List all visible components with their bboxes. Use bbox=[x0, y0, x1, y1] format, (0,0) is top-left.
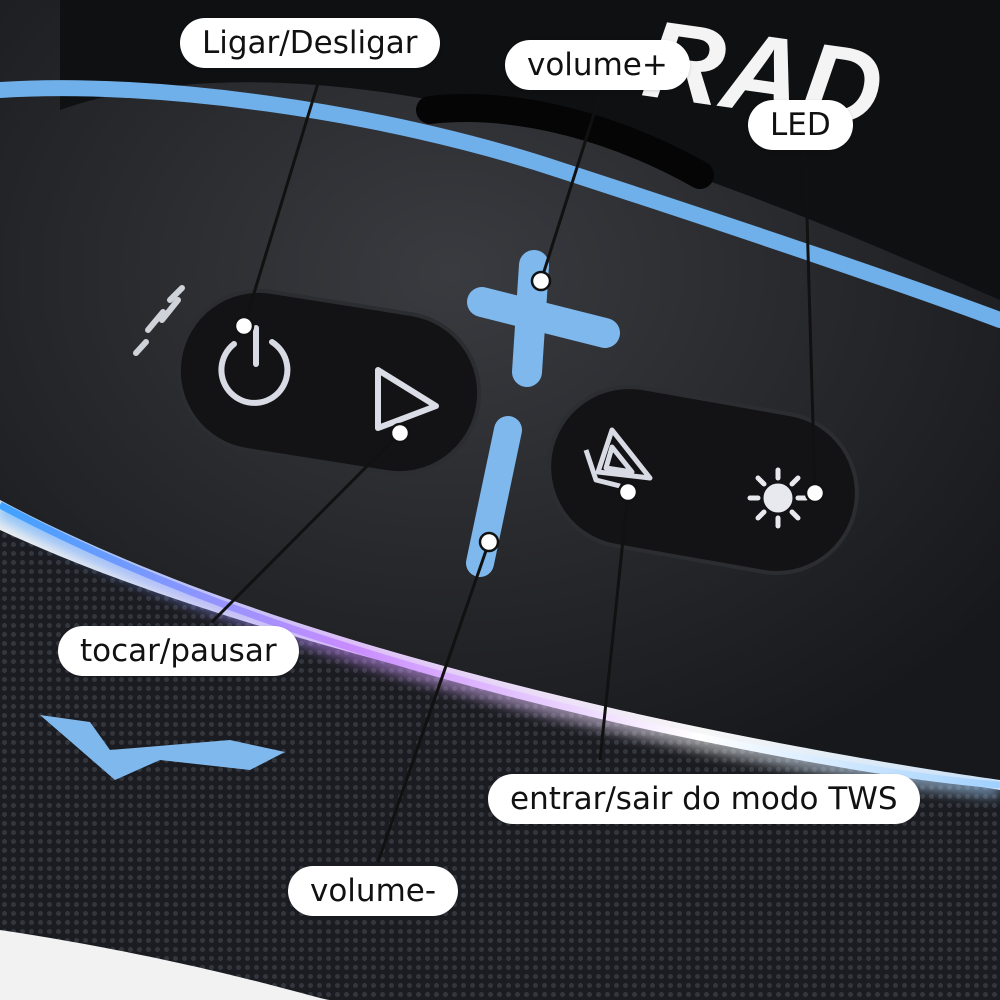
leader-play bbox=[210, 431, 402, 624]
tws-icon bbox=[583, 427, 653, 489]
blue-handle-trim bbox=[0, 80, 1000, 328]
leader-power bbox=[242, 69, 324, 327]
leader-led bbox=[803, 147, 817, 494]
power-icon bbox=[218, 325, 291, 406]
leader-volume-up bbox=[539, 94, 602, 282]
callout-power: Ligar/Desligar bbox=[180, 18, 440, 68]
leader-volume-down bbox=[376, 541, 491, 863]
callout-play-pause: tocar/pausar bbox=[58, 626, 299, 676]
led-sun-icon bbox=[747, 467, 809, 529]
signal-lines-icon bbox=[133, 285, 185, 356]
callout-volume-down: volume- bbox=[288, 866, 459, 916]
leader-tws bbox=[598, 491, 630, 761]
callout-tws: entrar/sair do modo TWS bbox=[488, 774, 920, 824]
callout-led: LED bbox=[748, 100, 853, 150]
blue-arrow-accent bbox=[40, 715, 285, 780]
play-icon bbox=[375, 367, 439, 431]
callout-volume-up: volume+ bbox=[505, 40, 690, 90]
handle-recess bbox=[60, 0, 1000, 300]
